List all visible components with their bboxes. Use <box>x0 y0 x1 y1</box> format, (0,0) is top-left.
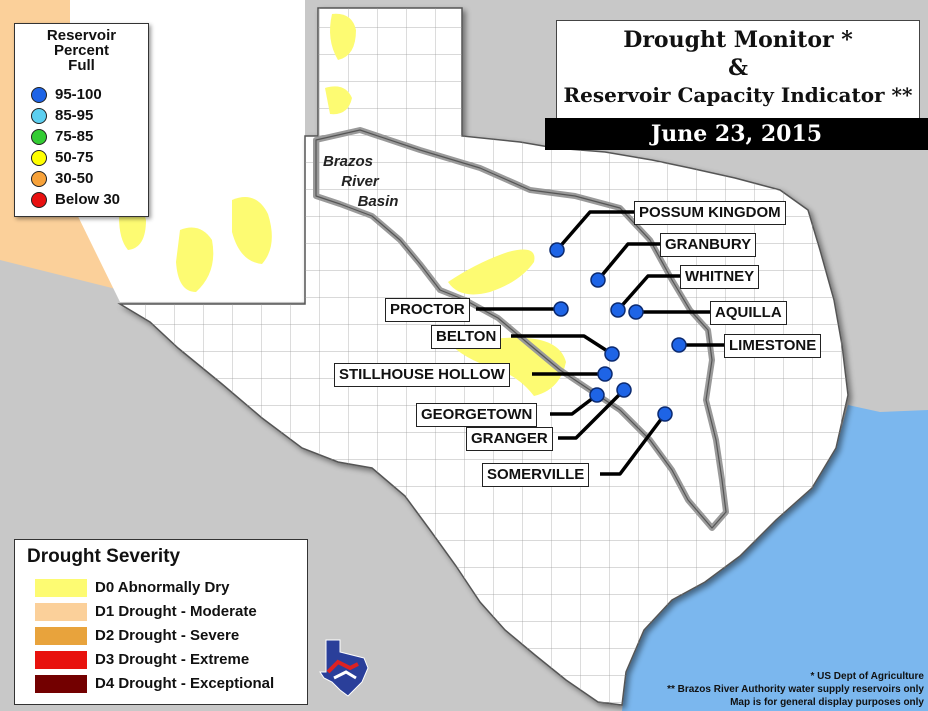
label-possum-kingdom[interactable]: POSSUM KINGDOM <box>634 201 786 225</box>
label-stillhouse-hollow[interactable]: STILLHOUSE HOLLOW <box>334 363 510 387</box>
texas-logo <box>319 639 369 697</box>
legend-dot <box>31 171 47 187</box>
label-georgetown[interactable]: GEORGETOWN <box>416 403 538 427</box>
legend-dot <box>31 87 47 103</box>
legend-dot <box>31 192 47 208</box>
dot-whitney[interactable] <box>610 302 626 318</box>
drought-severity-legend: Drought Severity D0 Abnormally Dry D1 Dr… <box>14 539 308 705</box>
dot-possum-kingdom[interactable] <box>549 242 565 258</box>
basin-label: Brazos <box>318 152 378 172</box>
label-limestone[interactable]: LIMESTONE <box>724 334 822 358</box>
footnote-3: Map is for general display purposes only <box>730 697 924 708</box>
legend-label: 75-85 <box>55 128 94 145</box>
dot-aquilla[interactable] <box>628 304 644 320</box>
title-box: Drought Monitor * & Reservoir Capacity I… <box>556 20 920 120</box>
legend-label: 30-50 <box>55 170 94 187</box>
basin-label-2: River <box>330 172 390 192</box>
leader-possum-kingdom <box>555 210 634 252</box>
central-dry-1 <box>448 249 535 295</box>
label-belton[interactable]: BELTON <box>431 325 502 349</box>
basin-label-line-3: Basin <box>357 193 399 210</box>
leader-belton <box>511 334 613 356</box>
legend-label: 95-100 <box>55 86 102 103</box>
dot-georgetown[interactable] <box>589 387 605 403</box>
basin-label-line-1: Brazos <box>322 153 374 170</box>
severity-label: D0 Abnormally Dry <box>95 579 230 596</box>
severity-label: D4 Drought - Exceptional <box>95 675 275 692</box>
severity-swatch <box>35 627 87 645</box>
leader-granbury <box>596 242 660 282</box>
title-line-2: & <box>728 55 748 81</box>
brazos-basin-outline-inner <box>315 129 727 529</box>
dot-limestone[interactable] <box>671 337 687 353</box>
panhandle-dry-1 <box>330 13 356 61</box>
basin-label-3: Basin <box>348 192 408 212</box>
legend-dot <box>31 150 47 166</box>
reservoir-legend-title: Reservoir Percent Full <box>46 27 117 74</box>
basin-label-line-2: River <box>341 173 379 190</box>
gulf-water <box>622 405 928 711</box>
severity-swatch <box>35 651 87 669</box>
legend-label: 50-75 <box>55 149 94 166</box>
leader-somerville <box>600 412 667 476</box>
legend-label: 85-95 <box>55 107 94 124</box>
panhandle-dry-2 <box>325 86 352 115</box>
footnote-1: * US Dept of Agriculture <box>810 671 924 682</box>
leader-whitney <box>616 274 680 312</box>
severity-label: D2 Drought - Severe <box>95 627 240 644</box>
severity-legend-title: Drought Severity <box>27 546 181 567</box>
reservoir-dots <box>549 242 687 422</box>
label-granger[interactable]: GRANGER <box>466 427 553 451</box>
date-bar: June 23, 2015 <box>545 118 928 150</box>
title-line-1: Drought Monitor * <box>623 27 853 53</box>
severity-swatch <box>35 579 87 597</box>
dot-somerville[interactable] <box>657 406 673 422</box>
footnote-2: ** Brazos River Authority water supply r… <box>667 684 924 695</box>
label-granbury[interactable]: GRANBURY <box>660 233 757 257</box>
leader-granger <box>558 388 626 440</box>
legend-label: Below 30 <box>55 191 121 208</box>
label-proctor[interactable]: PROCTOR <box>385 298 470 322</box>
severity-swatch <box>35 603 87 621</box>
nm-dry-patch-2 <box>232 197 272 264</box>
dot-granger[interactable] <box>616 382 632 398</box>
dot-proctor[interactable] <box>553 301 569 317</box>
dot-granbury[interactable] <box>590 272 606 288</box>
label-aquilla[interactable]: AQUILLA <box>710 301 787 325</box>
legend-dot <box>31 129 47 145</box>
title-line-3: Reservoir Capacity Indicator ** <box>563 83 913 107</box>
leader-georgetown <box>550 393 599 416</box>
severity-label: D1 Drought - Moderate <box>95 603 257 620</box>
nm-dry-patch-1 <box>176 227 214 292</box>
severity-label: D3 Drought - Extreme <box>95 651 250 668</box>
reservoir-legend: Reservoir Percent Full 95-100 85-95 75-8… <box>14 23 149 217</box>
dot-belton[interactable] <box>604 346 620 362</box>
label-whitney[interactable]: WHITNEY <box>680 265 760 289</box>
dot-stillhouse-hollow[interactable] <box>597 366 613 382</box>
label-somerville[interactable]: SOMERVILLE <box>482 463 590 487</box>
leader-lines <box>476 210 724 476</box>
severity-swatch <box>35 675 87 693</box>
legend-dot <box>31 108 47 124</box>
